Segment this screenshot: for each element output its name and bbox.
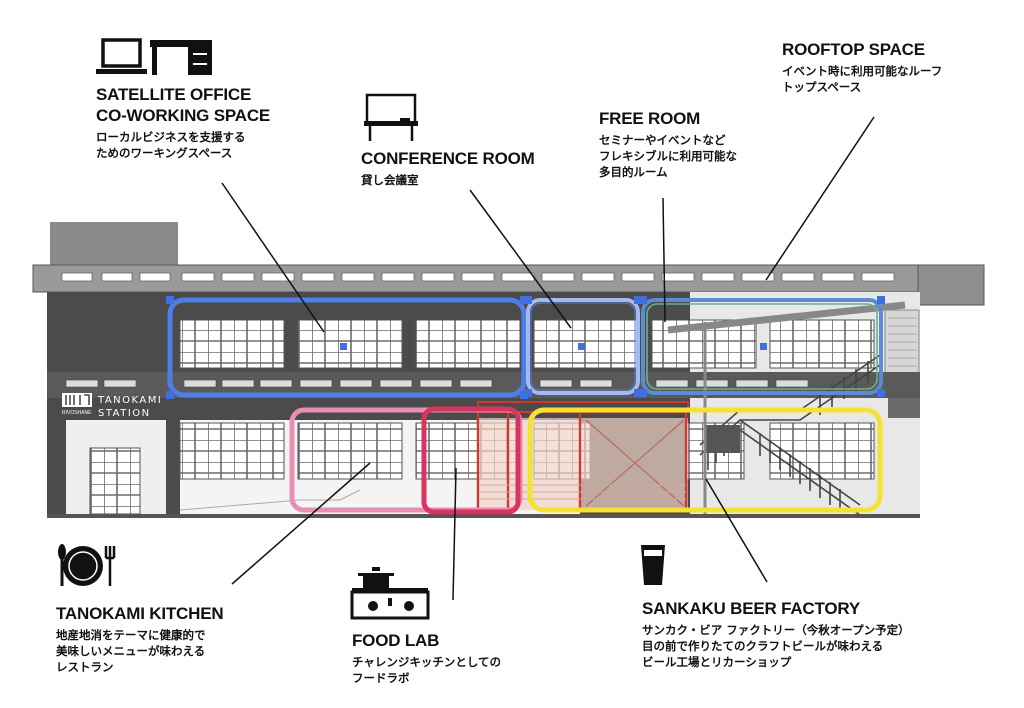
beer-label: SANKAKU BEER FACTORY サンカク・ビア ファクトリー（今秋オー… (642, 598, 910, 670)
beer-desc-line3: ビール工場とリカーショップ (642, 655, 792, 669)
roof-right-box (917, 264, 985, 306)
ground-line (47, 514, 920, 518)
sign-name-line1: TANOKAMI (97, 395, 162, 406)
laptop-desk-icon (96, 38, 212, 75)
free-room-title: FREE ROOM (599, 109, 701, 128)
leader-food-lab (452, 467, 457, 601)
kitchen-title: TANOKAMI KITCHEN (56, 604, 224, 623)
satellite-description: ローカルビジネスを支援する ためのワーキングスペース (96, 129, 270, 161)
satellite-center-dot (340, 343, 347, 350)
whiteboard-icon (364, 93, 418, 141)
free-room-label: FREE ROOM セミナーやイベントなど フレキシブルに利用可能な 多目的ルー… (599, 108, 737, 180)
conference-description: 貸し会議室 (361, 172, 535, 188)
building: RIVOSHANE TANOKAMI STATION (32, 222, 985, 518)
kitchen-desc-line3: レストラン (56, 660, 114, 674)
beer-frame (527, 407, 883, 513)
rooftop-description: イベント時に利用可能なルーフ トップスペース (782, 63, 942, 95)
satellite-label: SATELLITE OFFICE CO-WORKING SPACE ローカルビジ… (96, 84, 270, 161)
conference-label: CONFERENCE ROOM 貸し会議室 (361, 148, 535, 188)
sign-brand-small: RIVOSHANE (62, 410, 92, 416)
rooftop-label: ROOFTOP SPACE イベント時に利用可能なルーフ トップスペース (782, 39, 942, 95)
conference-title: CONFERENCE ROOM (361, 149, 535, 168)
beer-desc-line2: 目の前で作りたてのクラフトビールが味わえる (642, 639, 884, 653)
exterior-stairs (699, 354, 881, 516)
station-sign: RIVOSHANE TANOKAMI STATION (62, 393, 162, 419)
leader-rooftop (765, 116, 875, 281)
food-lab-desc-line1: チャレンジキッチンとしての (352, 655, 502, 669)
food-lab-title: FOOD LAB (352, 631, 440, 650)
kitchen-desc-line1: 地産地消をテーマに健康的で (56, 628, 206, 642)
kitchen-label: TANOKAMI KITCHEN 地産地消をテーマに健康的で 美味しいメニューが… (56, 603, 224, 675)
food-lab-description: チャレンジキッチンとしての フードラボ (352, 654, 501, 686)
frame-nodes (166, 296, 885, 399)
leader-free-room (662, 197, 666, 323)
kitchen-desc-line2: 美味しいメニューが味わえる (56, 644, 206, 658)
free-room-desc-line2: フレキシブルに利用可能な (599, 149, 737, 163)
free-room-description: セミナーやイベントなど フレキシブルに利用可能な 多目的ルーム (599, 132, 737, 180)
rooftop-title: ROOFTOP SPACE (782, 40, 925, 59)
free-room-frame (641, 298, 883, 395)
leader-beer (705, 478, 768, 583)
free-room-center-dot (760, 343, 767, 350)
beer-description: サンカク・ビア ファクトリー（今秋オープン予定） 目の前で作りたてのクラフトビー… (642, 622, 910, 670)
area-frames (167, 297, 883, 515)
leader-lines (221, 116, 875, 601)
parapet-vents (61, 272, 895, 282)
leader-satellite (221, 182, 325, 333)
stove-pot-icon (350, 567, 430, 620)
red-frame (476, 401, 689, 510)
kitchen-description: 地産地消をテーマに健康的で 美味しいメニューが味わえる レストラン (56, 627, 223, 675)
satellite-frame (167, 297, 527, 398)
beer-glass-icon (641, 545, 665, 585)
beer-desc-line1: サンカク・ビア ファクトリー（今秋オープン予定） (642, 623, 910, 637)
plate-cutlery-icon (58, 544, 116, 586)
conference-frame (526, 298, 640, 395)
food-lab-label: FOOD LAB チャレンジキッチンとしての フードラボ (352, 630, 501, 686)
satellite-title-line2: CO-WORKING SPACE (96, 106, 271, 125)
sign-name-line2: STATION (98, 408, 151, 419)
leader-kitchen (231, 462, 371, 585)
ramp-line (179, 489, 361, 511)
band-vents (65, 379, 809, 388)
beer-title: SANKAKU BEER FACTORY (642, 599, 860, 618)
roof-awning (667, 301, 906, 334)
rooftop-desc-line1: イベント時に利用可能なルーフ (782, 64, 943, 78)
free-room-desc-line1: セミナーやイベントなど (599, 133, 726, 147)
satellite-desc-line1: ローカルビジネスを支援する (96, 130, 246, 144)
conference-center-dot (578, 343, 585, 350)
rooftop-desc-line2: トップスペース (782, 80, 862, 94)
satellite-title-line1: SATELLITE OFFICE (96, 85, 252, 104)
satellite-desc-line2: ためのワーキングスペース (96, 146, 233, 160)
food-lab-desc-line2: フードラボ (352, 671, 410, 685)
conference-desc-line1: 貸し会議室 (361, 173, 419, 187)
rooftop-structure (50, 222, 178, 268)
free-room-desc-line3: 多目的ルーム (599, 165, 668, 179)
food-lab-frame (421, 406, 521, 515)
windows-2f (179, 319, 875, 369)
leader-conference (469, 189, 572, 329)
ground-floor-door (89, 447, 141, 515)
